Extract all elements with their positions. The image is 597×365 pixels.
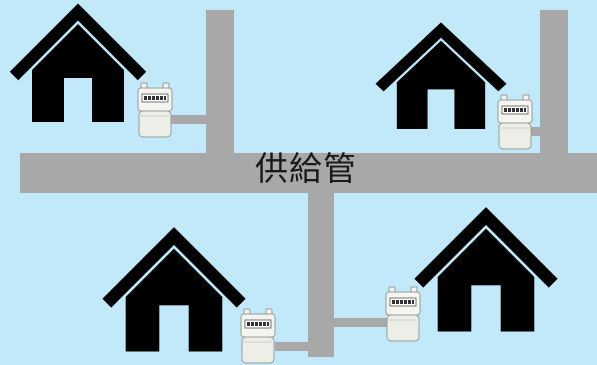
service-pipe-bottom-right [332,318,388,327]
house-bottom-left [107,236,241,352]
gas-meter-bottom-right [385,286,421,342]
house-top-right [380,30,503,129]
service-pipe-top-left [170,115,210,124]
branch-pipe-bottom [308,190,334,357]
pipe-network [20,10,597,357]
house-top-left [14,12,142,122]
gas-meter-top-right [497,94,533,150]
branch-pipe-top-left [206,10,234,155]
branch-pipe-top-right [540,10,568,155]
house-bottom-right [419,216,553,332]
service-pipe-bottom-left [275,342,310,351]
main-supply-pipe [20,153,597,193]
gas-meter-top-left [137,82,173,138]
gas-meter-bottom-left [240,308,276,364]
service-pipe-top-right [526,127,542,136]
